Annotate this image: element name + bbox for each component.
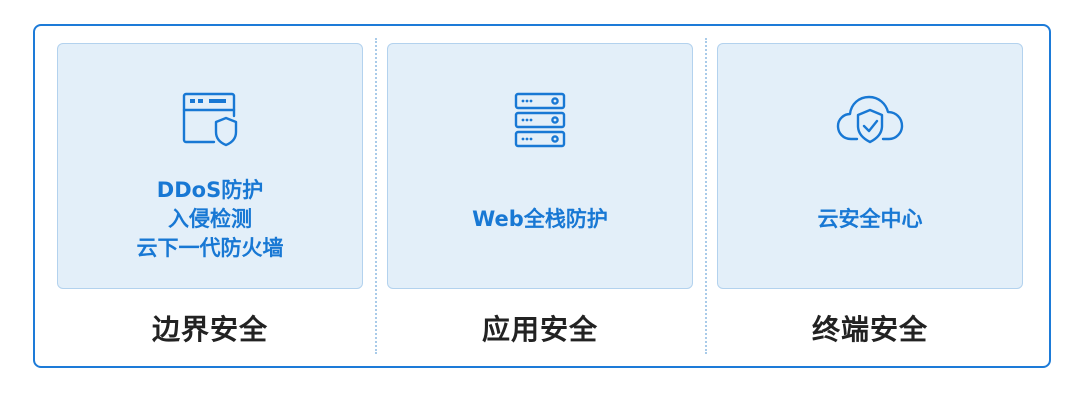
- card-application-security: Web全栈防护: [387, 43, 693, 289]
- card-item: 云下一代防火墙: [136, 236, 284, 260]
- card-item: DDoS防护: [156, 178, 264, 202]
- column-divider: [705, 38, 707, 354]
- column-divider: [375, 38, 377, 354]
- card-item: 入侵检测: [168, 207, 252, 231]
- column-caption: 应用安全: [481, 313, 598, 346]
- card-item: 云安全中心: [817, 207, 923, 231]
- browser-shield-icon: [178, 88, 242, 156]
- column-caption: 边界安全: [151, 313, 268, 346]
- card-endpoint-security: 云安全中心: [717, 43, 1023, 289]
- card-border-security: DDoS防护 入侵检测 云下一代防火墙: [57, 43, 363, 289]
- column-caption: 终端安全: [811, 313, 928, 346]
- cloud-shield-icon: [834, 88, 906, 156]
- server-stack-icon: [508, 88, 572, 156]
- card-item: Web全栈防护: [472, 207, 608, 231]
- diagram-frame: [33, 24, 1051, 368]
